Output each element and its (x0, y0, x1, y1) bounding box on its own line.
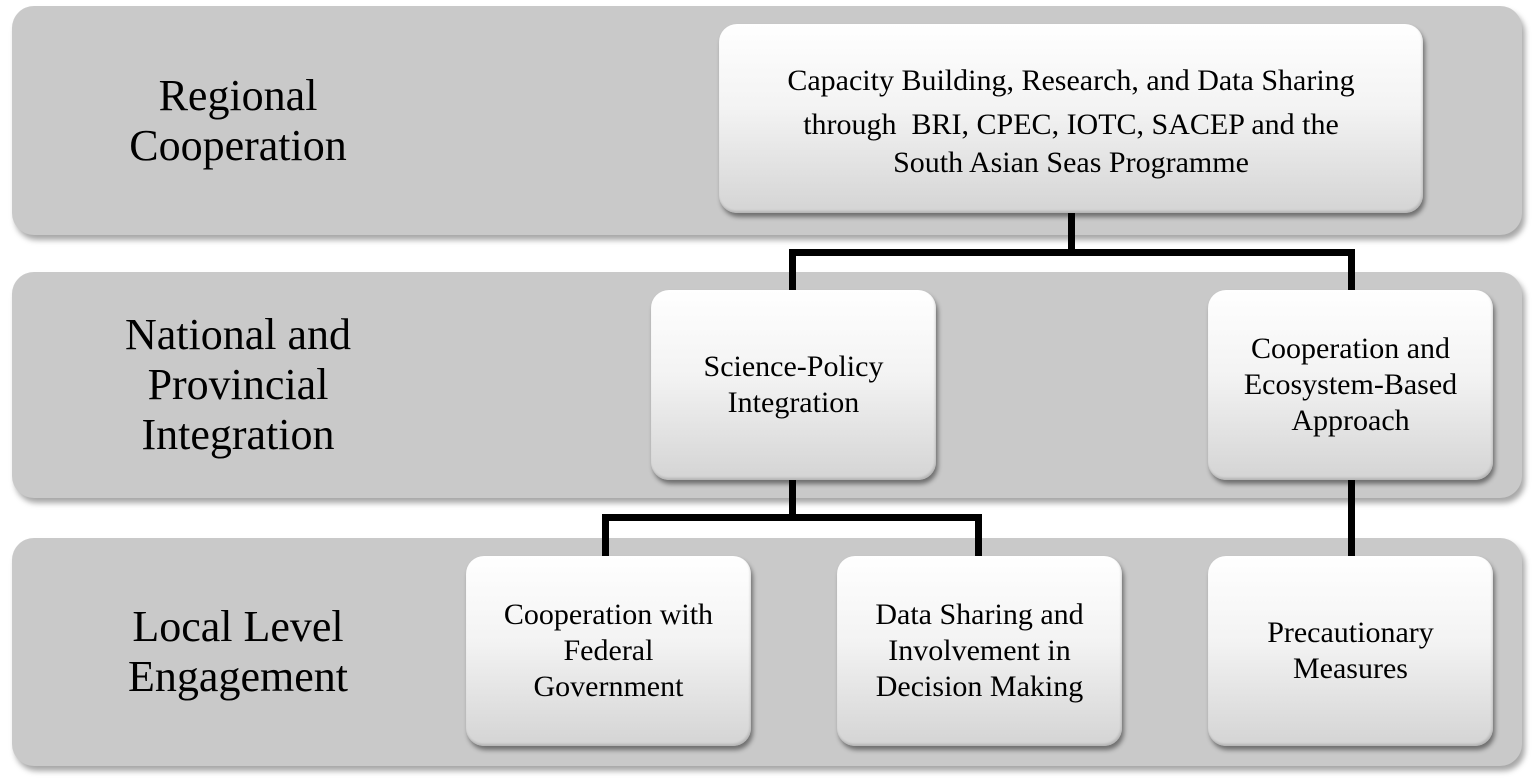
node-cooperation-ecosystem: Cooperation and Ecosystem-Based Approach (1208, 290, 1493, 480)
node-text: Science-Policy (703, 350, 884, 383)
connector-to-data-sharing (975, 514, 982, 556)
label-line: National and (124, 310, 352, 359)
label-line: Provincial (147, 360, 329, 409)
node-text: Ecosystem-Based (1243, 368, 1458, 401)
node-text: Capacity Building, Research, and Data Sh… (787, 63, 1355, 97)
node-capacity-building: Capacity Building, Research, and Data Sh… (719, 24, 1423, 213)
node-text: South Asian Seas Programme (893, 145, 1249, 179)
label-line: Local Level (132, 602, 344, 651)
node-text: Precautionary (1267, 616, 1434, 649)
connector-regional-down (1068, 213, 1075, 253)
node-text: Data Sharing and (875, 598, 1084, 631)
connector-science-policy-horizontal (602, 514, 982, 521)
node-precautionary-measures: Precautionary Measures (1208, 556, 1493, 746)
connector-to-cooperation-ecosystem (1348, 249, 1355, 291)
connector-to-science-policy (789, 249, 796, 291)
node-text: Federal (563, 634, 654, 667)
connector-to-federal (602, 514, 609, 556)
connector-to-precautionary (1348, 480, 1355, 556)
node-text: through BRI, CPEC, IOTC, SACEP and the (803, 107, 1339, 141)
node-text: Cooperation and (1250, 332, 1451, 365)
node-data-sharing: Data Sharing and Involvement in Decision… (837, 556, 1122, 746)
node-text: Integration (727, 386, 860, 419)
node-text: Approach (1291, 404, 1410, 437)
node-text: Decision Making (875, 670, 1084, 703)
label-line: Integration (141, 410, 335, 459)
node-science-policy-integration: Science-Policy Integration (651, 290, 936, 480)
node-text: Involvement in (888, 634, 1071, 667)
level-label-regional: Regional Cooperation (12, 6, 464, 235)
node-text: Cooperation with (503, 598, 714, 631)
label-line: Regional (158, 70, 318, 120)
node-text: Measures (1293, 652, 1408, 685)
connector-science-policy-down (789, 480, 796, 518)
label-line: Engagement (128, 652, 348, 701)
connector-regional-horizontal (789, 249, 1355, 256)
label-line: Cooperation (129, 120, 347, 170)
node-cooperation-federal: Cooperation with Federal Government (466, 556, 751, 746)
level-label-local: Local Level Engagement (12, 538, 464, 766)
node-text: Government (533, 670, 684, 703)
level-label-national: National and Provincial Integration (12, 272, 464, 498)
